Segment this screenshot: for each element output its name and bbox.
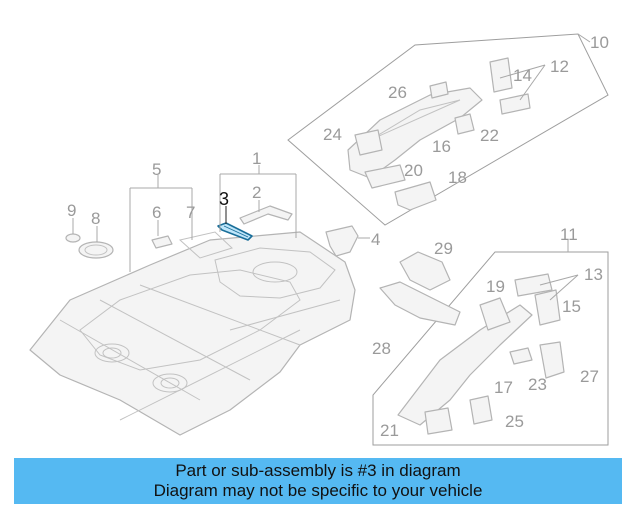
callout-18: 18: [448, 168, 467, 187]
upper-right-parts: [347, 57, 531, 211]
callout-27: 27: [580, 367, 599, 386]
part-6-bracket: [151, 235, 173, 249]
parts-diagram: 1 2 3 4 5 6 7 8 9 10 11 12 13 14 15 16 1…: [29, 33, 609, 446]
callout-4: 4: [371, 230, 380, 249]
callout-3: 3: [219, 189, 229, 209]
callout-28: 28: [372, 339, 391, 358]
banner-line-part: Part or sub-assembly is #3 in diagram: [175, 461, 461, 480]
callout-12: 12: [550, 57, 569, 76]
callout-21: 21: [380, 421, 399, 440]
callout-11: 11: [560, 225, 578, 244]
callout-14: 14: [513, 66, 532, 85]
callout-17: 17: [494, 378, 513, 397]
callout-15: 15: [562, 297, 581, 316]
callout-22: 22: [480, 126, 499, 145]
callout-29: 29: [434, 239, 453, 258]
part-2-reinforcement: [239, 205, 293, 225]
callout-7: 7: [186, 203, 195, 222]
group-box-11: [372, 240, 609, 446]
part-8-grommet: [78, 241, 114, 259]
part-3-highlighted: [217, 222, 253, 241]
callout-26: 26: [388, 83, 407, 102]
group-box-10: [287, 33, 609, 226]
callout-23: 23: [528, 375, 547, 394]
part-9-plug: [65, 233, 81, 243]
callout-20: 20: [404, 161, 423, 180]
info-banner: Part or sub-assembly is #3 in diagram Di…: [14, 458, 622, 504]
part-4-bracket: [325, 225, 359, 257]
banner-line-disclaimer: Diagram may not be specific to your vehi…: [153, 481, 483, 500]
callout-19: 19: [486, 277, 505, 296]
callout-10: 10: [590, 33, 609, 52]
callout-24: 24: [323, 125, 342, 144]
callout-16: 16: [432, 137, 451, 156]
callout-5: 5: [152, 160, 161, 179]
callout-6: 6: [152, 203, 161, 222]
callout-13: 13: [584, 265, 603, 284]
callout-1: 1: [252, 149, 261, 168]
callout-labels: 1 2 3 4 5 6 7 8 9 10 11 12 13 14 15 16 1…: [67, 33, 609, 440]
callout-2: 2: [252, 183, 261, 202]
floor-pan-assembly: [29, 231, 356, 436]
lower-right-parts: [379, 251, 565, 435]
callout-25: 25: [505, 412, 524, 431]
callout-9: 9: [67, 201, 76, 220]
callout-8: 8: [91, 209, 100, 228]
leader-lines: [72, 64, 579, 301]
